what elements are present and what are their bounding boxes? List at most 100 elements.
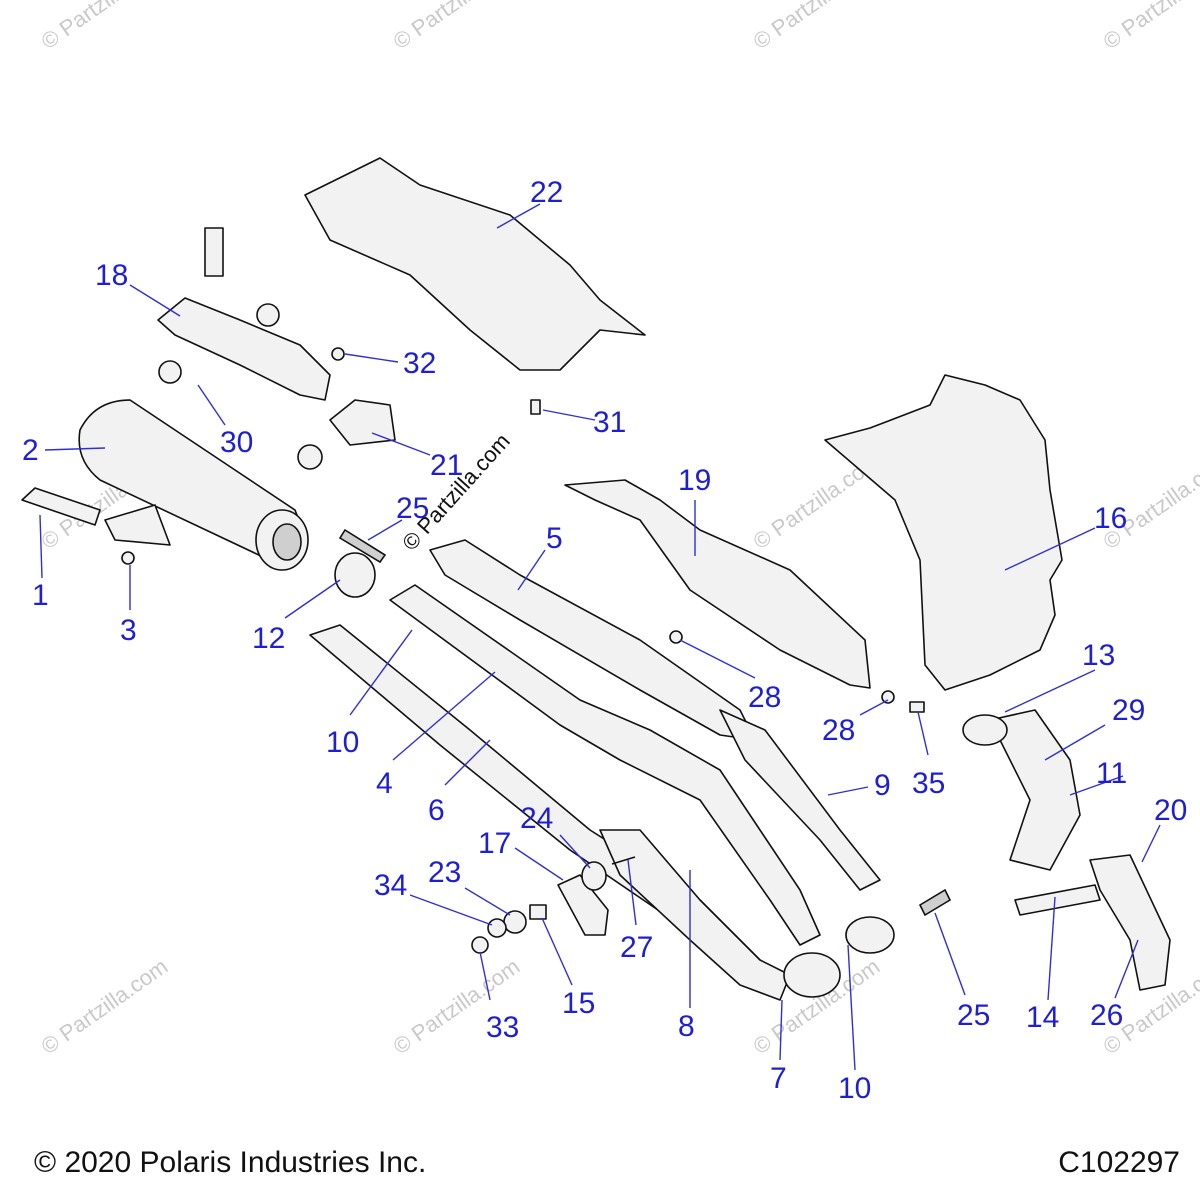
- bushing-15: [529, 904, 547, 920]
- callout-1[interactable]: 1: [32, 579, 49, 612]
- watermark: © Partzilla.com: [37, 0, 173, 54]
- callout-12[interactable]: 12: [252, 622, 285, 655]
- o2-sensor-14: [1014, 884, 1101, 916]
- callout-3[interactable]: 3: [120, 614, 137, 647]
- heat-shield-22: [304, 157, 646, 371]
- heat-shield-16: [824, 374, 1063, 691]
- callout-11[interactable]: 11: [1096, 757, 1127, 790]
- leader-28a: [679, 639, 756, 679]
- callout-25-lower[interactable]: 25: [957, 999, 990, 1032]
- callout-20[interactable]: 20: [1154, 794, 1187, 827]
- callout-10-lower[interactable]: 10: [838, 1072, 871, 1105]
- washer-34: [487, 918, 507, 938]
- callout-31[interactable]: 31: [593, 406, 626, 439]
- callout-4[interactable]: 4: [376, 767, 393, 800]
- callout-28-right[interactable]: 28: [748, 681, 781, 714]
- leader-30: [197, 384, 226, 426]
- callout-22[interactable]: 22: [530, 176, 563, 209]
- callout-33[interactable]: 33: [486, 1011, 519, 1044]
- leader-27: [627, 859, 637, 926]
- tailpipe-tip-1: [21, 487, 101, 526]
- callout-8[interactable]: 8: [678, 1010, 695, 1043]
- leader-10a: [349, 629, 413, 716]
- heat-shield-19: [564, 479, 871, 689]
- spring-25-lower: [918, 888, 952, 917]
- leader-2: [44, 447, 106, 451]
- callout-34[interactable]: 34: [374, 869, 407, 902]
- leader-12: [284, 579, 341, 619]
- callout-18[interactable]: 18: [95, 259, 128, 292]
- grommet-30: [158, 360, 182, 384]
- leader-10b: [847, 944, 856, 1071]
- callout-21[interactable]: 21: [430, 449, 463, 482]
- callout-7[interactable]: 7: [770, 1062, 787, 1095]
- callout-24[interactable]: 24: [520, 802, 553, 835]
- leader-13: [1004, 669, 1096, 713]
- bolt-3: [121, 551, 135, 565]
- callout-10-upper[interactable]: 10: [326, 726, 359, 759]
- bolt-27: [611, 856, 636, 865]
- callout-23[interactable]: 23: [428, 856, 461, 889]
- part-drawings: [21, 157, 1171, 1001]
- leader-9: [827, 786, 869, 796]
- callout-17[interactable]: 17: [478, 827, 511, 860]
- callout-29[interactable]: 29: [1112, 694, 1145, 727]
- callout-15[interactable]: 15: [562, 987, 595, 1020]
- callout-35[interactable]: 35: [912, 767, 945, 800]
- callout-27[interactable]: 27: [620, 931, 653, 964]
- leader-34: [409, 894, 493, 926]
- muffler-shield-18: [157, 297, 331, 401]
- gasket-13: [962, 714, 1008, 746]
- leader-18: [129, 284, 181, 317]
- grommet-mid: [297, 444, 323, 470]
- leader-22: [496, 203, 541, 229]
- grommet-top: [256, 303, 280, 327]
- leader-28b: [859, 699, 889, 716]
- callout-14[interactable]: 14: [1026, 1001, 1059, 1034]
- callout-2[interactable]: 2: [22, 434, 39, 467]
- callout-13[interactable]: 13: [1082, 639, 1115, 672]
- drawing-number: C102297: [1058, 1146, 1180, 1179]
- leader-6: [444, 739, 491, 786]
- callout-25-upper[interactable]: 25: [396, 492, 429, 525]
- callout-6[interactable]: 6: [428, 794, 445, 827]
- washer-23: [503, 910, 527, 934]
- leader-24: [559, 834, 591, 869]
- leader-33: [479, 951, 491, 1001]
- spring-25-upper: [338, 528, 387, 564]
- nut-33: [471, 936, 489, 954]
- leader-7: [779, 999, 783, 1061]
- callout-5[interactable]: 5: [546, 522, 563, 555]
- elbow-pipe-11: [989, 709, 1081, 871]
- bolt-28-b: [881, 690, 895, 704]
- callout-28-left[interactable]: 28: [822, 714, 855, 747]
- callout-30[interactable]: 30: [220, 426, 253, 459]
- callout-19[interactable]: 19: [678, 464, 711, 497]
- muffler-inlet: [104, 504, 171, 546]
- flange-end-10: [845, 916, 895, 954]
- watermark: © Partzilla.com: [37, 954, 173, 1060]
- leader-25a: [367, 519, 403, 541]
- leader-1: [39, 514, 43, 579]
- leader-23: [464, 887, 511, 916]
- callout-26[interactable]: 26: [1090, 999, 1123, 1032]
- leader-21: [371, 432, 431, 456]
- callout-32[interactable]: 32: [403, 347, 436, 380]
- front-pipe-20: [1089, 854, 1171, 991]
- watermark: © Partzilla.com: [1099, 0, 1200, 54]
- bracket-17: [557, 874, 609, 936]
- copyright-notice: © 2020 Polaris Industries Inc.: [34, 1146, 427, 1179]
- watermark: © Partzilla.com: [389, 0, 525, 54]
- leader-4: [392, 671, 496, 761]
- bolt-28-a: [669, 630, 683, 644]
- isolator-stack: [204, 227, 224, 277]
- leader-16: [1004, 527, 1096, 571]
- header-pipe-4: [389, 584, 821, 946]
- callout-numbers: 1 2 3 4 5 6 7 8 9 10 10 11 12 13 14 15 1…: [22, 176, 1187, 1105]
- leader-lines: [39, 203, 1161, 1071]
- collector-pipe-8: [599, 829, 791, 1001]
- collector-end-7: [783, 952, 841, 998]
- callout-16[interactable]: 16: [1094, 502, 1127, 535]
- callout-9[interactable]: 9: [874, 769, 891, 802]
